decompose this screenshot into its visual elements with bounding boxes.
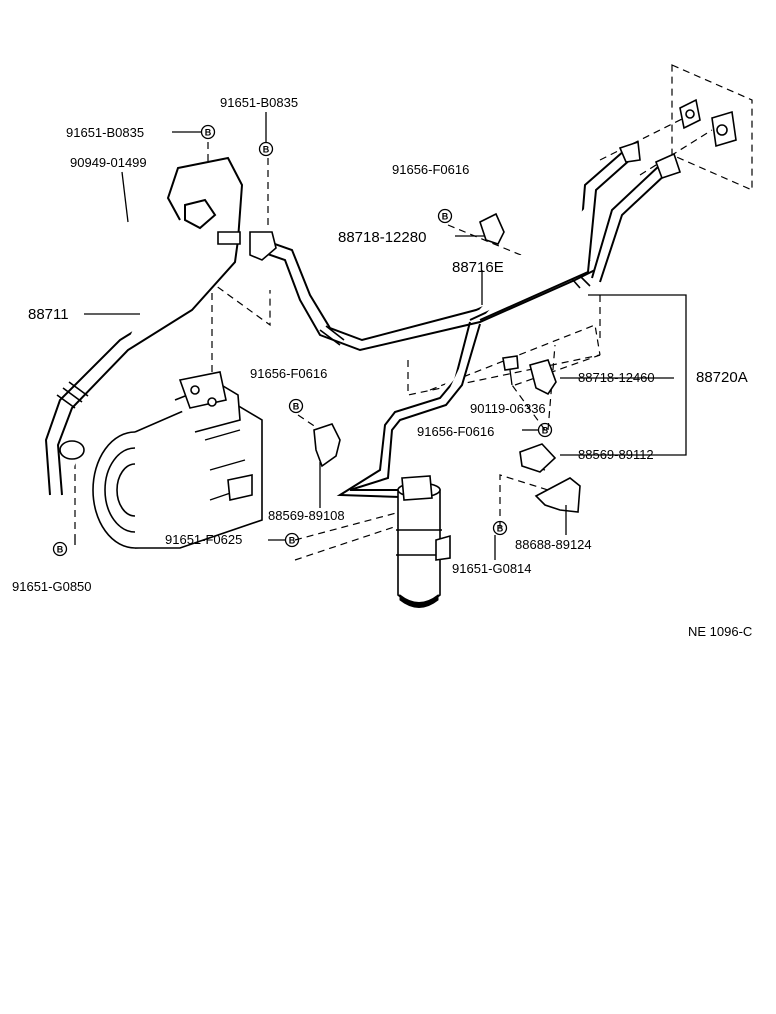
suction-hose-88711 (44, 156, 244, 496)
label-91651-G0850: 91651-G0850 (12, 579, 92, 594)
label-91656-F0616-right: 91656-F0616 (417, 424, 494, 439)
svg-text:B: B (289, 536, 296, 546)
label-91651-B0835-left: 91651-B0835 (66, 125, 144, 140)
svg-text:B: B (293, 402, 300, 412)
part-labels: 91651-B0835 91651-B0835 90949-01499 8871… (12, 95, 752, 639)
label-88569-89112: 88569-89112 (578, 447, 654, 462)
label-91651-G0814: 91651-G0814 (452, 561, 532, 576)
bolt-marker-icon: B (288, 398, 304, 414)
label-91651-F0625: 91651-F0625 (165, 532, 242, 547)
bolt-marker-icon: B (200, 124, 216, 140)
label-90119-06336: 90119-06336 (470, 401, 546, 416)
clamp-88718-12460 (529, 359, 557, 396)
label-88688-89124: 88688-89124 (515, 537, 592, 552)
clamp-88718-12280 (479, 212, 505, 245)
label-90949-01499: 90949-01499 (70, 155, 147, 170)
label-88569-89108: 88569-89108 (268, 508, 345, 523)
bolt-marker-icon: B (437, 208, 453, 224)
svg-text:B: B (497, 524, 504, 534)
bolt-90119-06336 (502, 355, 519, 386)
label-88718-12280: 88718-12280 (338, 229, 426, 246)
bolt-marker-icon: B (284, 532, 300, 548)
bracket-88688-89124 (534, 477, 581, 513)
receiver-pipe (336, 321, 481, 498)
figure-code: NE 1096-C (688, 624, 752, 639)
svg-text:B: B (205, 128, 212, 138)
bolt-markers: B B B B B B B B (52, 124, 553, 557)
liquid-pipes-88720A (469, 98, 737, 321)
receiver-drier (396, 475, 451, 608)
dashed-guide-lines (74, 64, 753, 561)
bracket-88569-89108 (313, 423, 341, 468)
svg-text:B: B (442, 212, 449, 222)
label-88711: 88711 (28, 306, 69, 323)
bolt-marker-icon: B (52, 541, 68, 557)
label-88718-12460: 88718-12460 (578, 370, 655, 385)
compressor (92, 371, 263, 549)
bolt-marker-icon: B (537, 422, 553, 438)
bolt-marker-icon: B (258, 141, 274, 157)
label-91651-B0835-top: 91651-B0835 (220, 95, 298, 110)
svg-text:B: B (263, 145, 270, 155)
leader-lines (74, 112, 687, 560)
svg-text:B: B (542, 426, 549, 436)
clamp-88569-89112 (519, 443, 557, 473)
label-88716E: 88716E (452, 259, 504, 276)
label-91656-F0616-top: 91656-F0616 (392, 162, 469, 177)
label-88720A: 88720A (696, 369, 748, 386)
discharge-hose-88716E (249, 231, 596, 352)
label-91656-F0616-mid: 91656-F0616 (250, 366, 327, 381)
svg-text:B: B (57, 545, 64, 555)
bolt-marker-icon: B (492, 520, 508, 536)
